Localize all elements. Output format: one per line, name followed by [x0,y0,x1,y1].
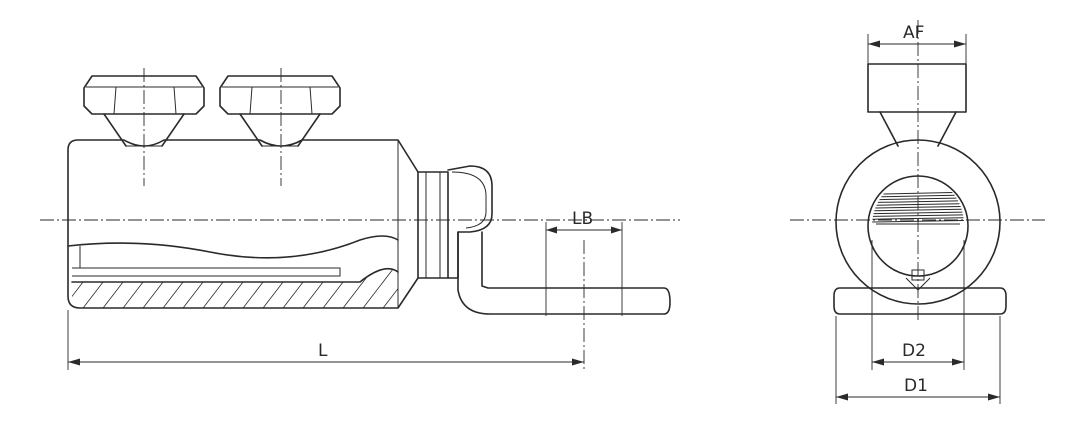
bolt-head-right [219,68,341,186]
end-outer-circle [835,139,1001,305]
end-view: AF D2 D1 [790,20,1045,404]
d2-dimension: D2 [871,240,965,370]
af-label: AF [903,23,924,43]
side-view: LB L [40,68,680,372]
l-label: L [318,341,328,361]
end-inner-circle [867,175,969,277]
lug-tongue [457,231,671,315]
end-base-plate [833,287,1007,315]
lb-dimension: LB [545,209,623,372]
end-bolt-head [867,63,967,147]
end-thread [872,192,964,223]
af-dimension: AF [867,23,967,64]
collar [417,165,493,279]
connector-body [67,139,419,309]
d1-label: D1 [904,376,928,396]
l-dimension: L [67,310,584,370]
bolt-head-left [83,68,205,186]
d2-label: D2 [902,341,926,361]
lb-label: LB [572,209,593,229]
d1-dimension: D1 [835,316,1001,404]
